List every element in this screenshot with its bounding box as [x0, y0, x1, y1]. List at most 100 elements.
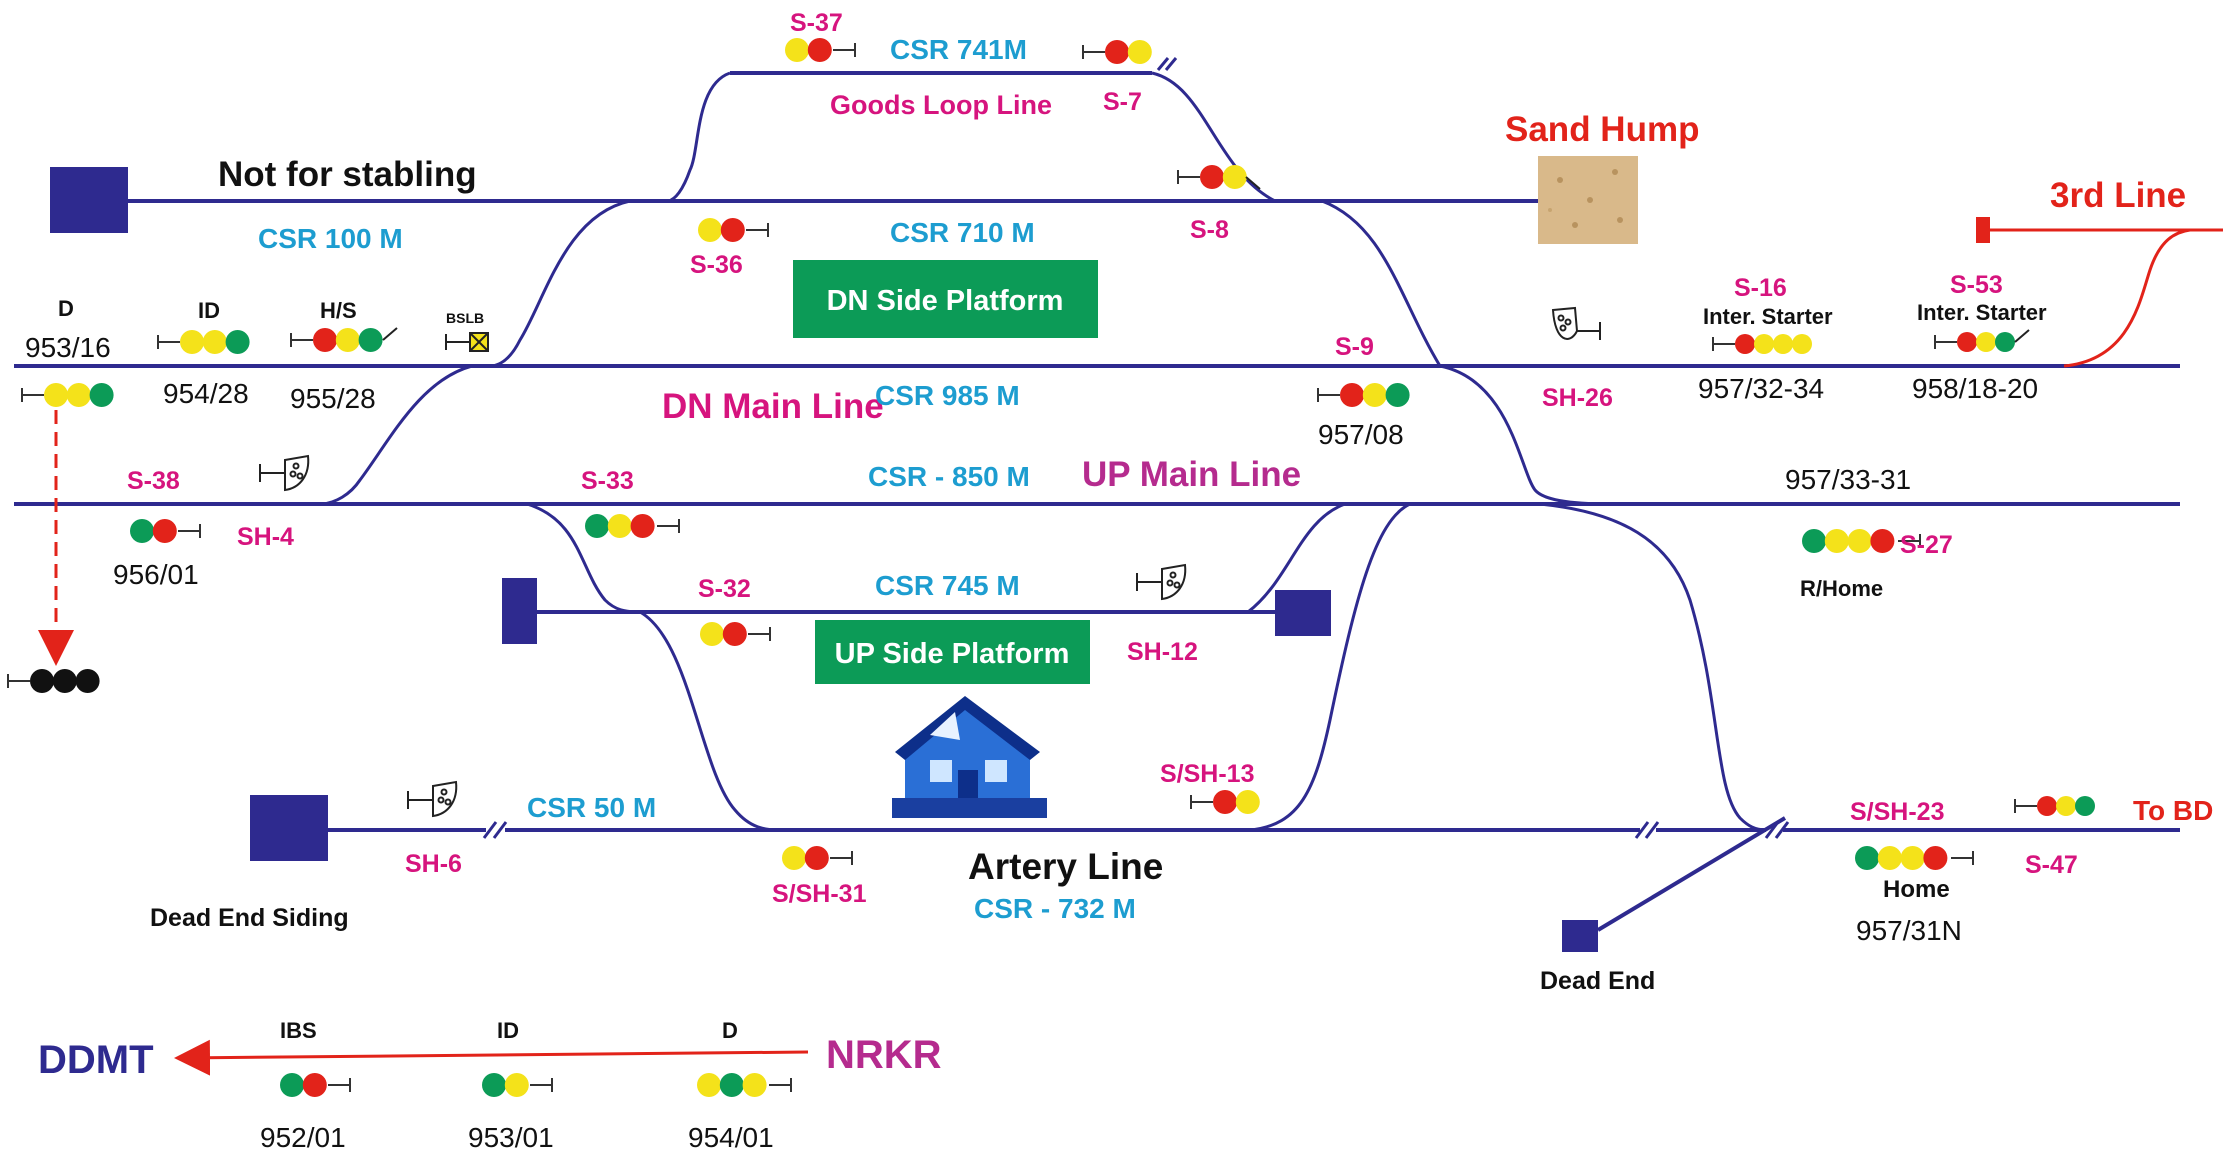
r-home-label: R/Home	[1800, 576, 1883, 601]
s-sh13-label: S/SH-13	[1160, 760, 1254, 788]
signal-lamp	[359, 328, 383, 352]
s-sh23-label: S/SH-23	[1850, 798, 1944, 826]
signal-light-icon	[8, 669, 100, 693]
signal-lamp	[785, 38, 809, 62]
csr-732-label: CSR - 732 M	[974, 893, 1136, 924]
shunt-signal-icon	[1553, 308, 1600, 340]
d-top-number: 953/16	[25, 332, 111, 363]
signal-lamp	[1773, 334, 1793, 354]
crossover-up-artery-mid	[1250, 504, 1410, 830]
buffer-stop-dead-end-siding	[250, 795, 328, 861]
third-line-label: 3rd Line	[2050, 176, 2186, 215]
num-954-01: 954/01	[688, 1122, 774, 1153]
signal-lamp	[1792, 334, 1812, 354]
s33-label: S-33	[581, 467, 634, 495]
num-957-33: 957/33-31	[1785, 464, 1911, 495]
num-957-08: 957/08	[1318, 419, 1404, 450]
signal-lamp	[313, 328, 337, 352]
num-956-01: 956/01	[113, 559, 199, 590]
signal-lamp	[1923, 846, 1947, 870]
hs-number: 955/28	[290, 383, 376, 414]
s8-label: S-8	[1190, 216, 1229, 244]
signal-lamp	[2075, 796, 2095, 816]
shunt-signal-icon	[408, 782, 456, 816]
d-top-label: D	[58, 296, 74, 321]
signal-light-icon	[291, 328, 397, 352]
signal-lamp	[743, 1073, 767, 1097]
signal-lamp	[1976, 332, 1996, 352]
buffer-stop-up-loop-right	[1275, 590, 1331, 636]
signal-lamp	[782, 846, 806, 870]
dead-end-spur	[1598, 818, 1785, 930]
csr-100-label: CSR 100 M	[258, 223, 403, 254]
signal-lamp	[1995, 332, 2015, 352]
signal-lamp	[505, 1073, 529, 1097]
sh6-label: SH-6	[405, 850, 462, 878]
csr-741-label: CSR 741M	[890, 34, 1027, 65]
s47-label: S-47	[2025, 851, 2078, 879]
signal-lamp	[723, 622, 747, 646]
csr-50-label: CSR 50 M	[527, 792, 656, 823]
ddmt-label: DDMT	[38, 1038, 154, 1082]
csr-850-label: CSR - 850 M	[868, 461, 1030, 492]
signal-lamp	[1105, 40, 1129, 64]
signal-lamp	[720, 1073, 744, 1097]
s9-label: S-9	[1335, 333, 1374, 361]
signal-light-icon	[130, 519, 200, 543]
signal-lamp	[130, 519, 154, 543]
signal-lamp	[1223, 165, 1247, 189]
signal-lamp	[303, 1073, 327, 1097]
s38-label: S-38	[127, 467, 180, 495]
hs-label: H/S	[320, 298, 357, 323]
dead-end-label: Dead End	[1540, 967, 1655, 995]
buffer-stop-stabling	[50, 167, 128, 233]
signal-lamp	[1870, 529, 1894, 553]
s37-label: S-37	[790, 9, 843, 37]
signal-lamp	[1802, 529, 1826, 553]
signal-lamp	[482, 1073, 506, 1097]
signal-light-icon	[1318, 383, 1410, 407]
signal-light-icon	[158, 330, 250, 354]
signal-lamp	[203, 330, 227, 354]
num-957-32: 957/32-34	[1698, 373, 1824, 404]
signal-lamp	[808, 38, 832, 62]
to-bd-label: To BD	[2133, 795, 2213, 826]
s32-label: S-32	[698, 575, 751, 603]
sh12-label: SH-12	[1127, 638, 1198, 666]
signal-light-icon	[782, 846, 852, 870]
signal-lamp	[180, 330, 204, 354]
signal-light-icon	[1855, 846, 1973, 870]
signal-lamp	[153, 519, 177, 543]
s27-label: S-27	[1900, 531, 1953, 559]
id-bottom-label: ID	[497, 1018, 519, 1043]
d-bottom-label: D	[722, 1018, 738, 1043]
csr-710-label: CSR 710 M	[890, 217, 1035, 248]
s36-label: S-36	[690, 251, 743, 279]
csr-985-label: CSR 985 M	[875, 380, 1020, 411]
num-958-18: 958/18-20	[1912, 373, 2038, 404]
sand-hump-label: Sand Hump	[1505, 110, 1699, 149]
signal-lamp	[700, 622, 724, 646]
signal-lamp	[631, 514, 655, 538]
signals	[8, 38, 2095, 1097]
sh4-label: SH-4	[237, 523, 294, 551]
buffer-stop-dead-end	[1562, 920, 1598, 952]
artery-label: Artery Line	[968, 846, 1163, 887]
signal-light-icon	[1191, 790, 1260, 814]
signal-lamp	[1825, 529, 1849, 553]
not-for-stabling-label: Not for stabling	[218, 155, 477, 194]
building-icon	[892, 696, 1047, 818]
signal-lamp	[721, 218, 745, 242]
signal-light-icon	[2015, 796, 2095, 816]
signal-lamp	[1855, 846, 1879, 870]
signal-lamp	[30, 669, 54, 693]
nrkr-label: NRKR	[826, 1033, 942, 1077]
signal-lamp	[1340, 383, 1364, 407]
s7-label: S-7	[1103, 88, 1142, 116]
signal-lamp	[1363, 383, 1387, 407]
buffer-stop-up-loop-left	[502, 578, 537, 644]
signal-light-icon	[1083, 40, 1152, 64]
signal-lamp	[1848, 529, 1872, 553]
ibs-label: IBS	[280, 1018, 317, 1043]
crossover-goods-left	[668, 73, 730, 201]
